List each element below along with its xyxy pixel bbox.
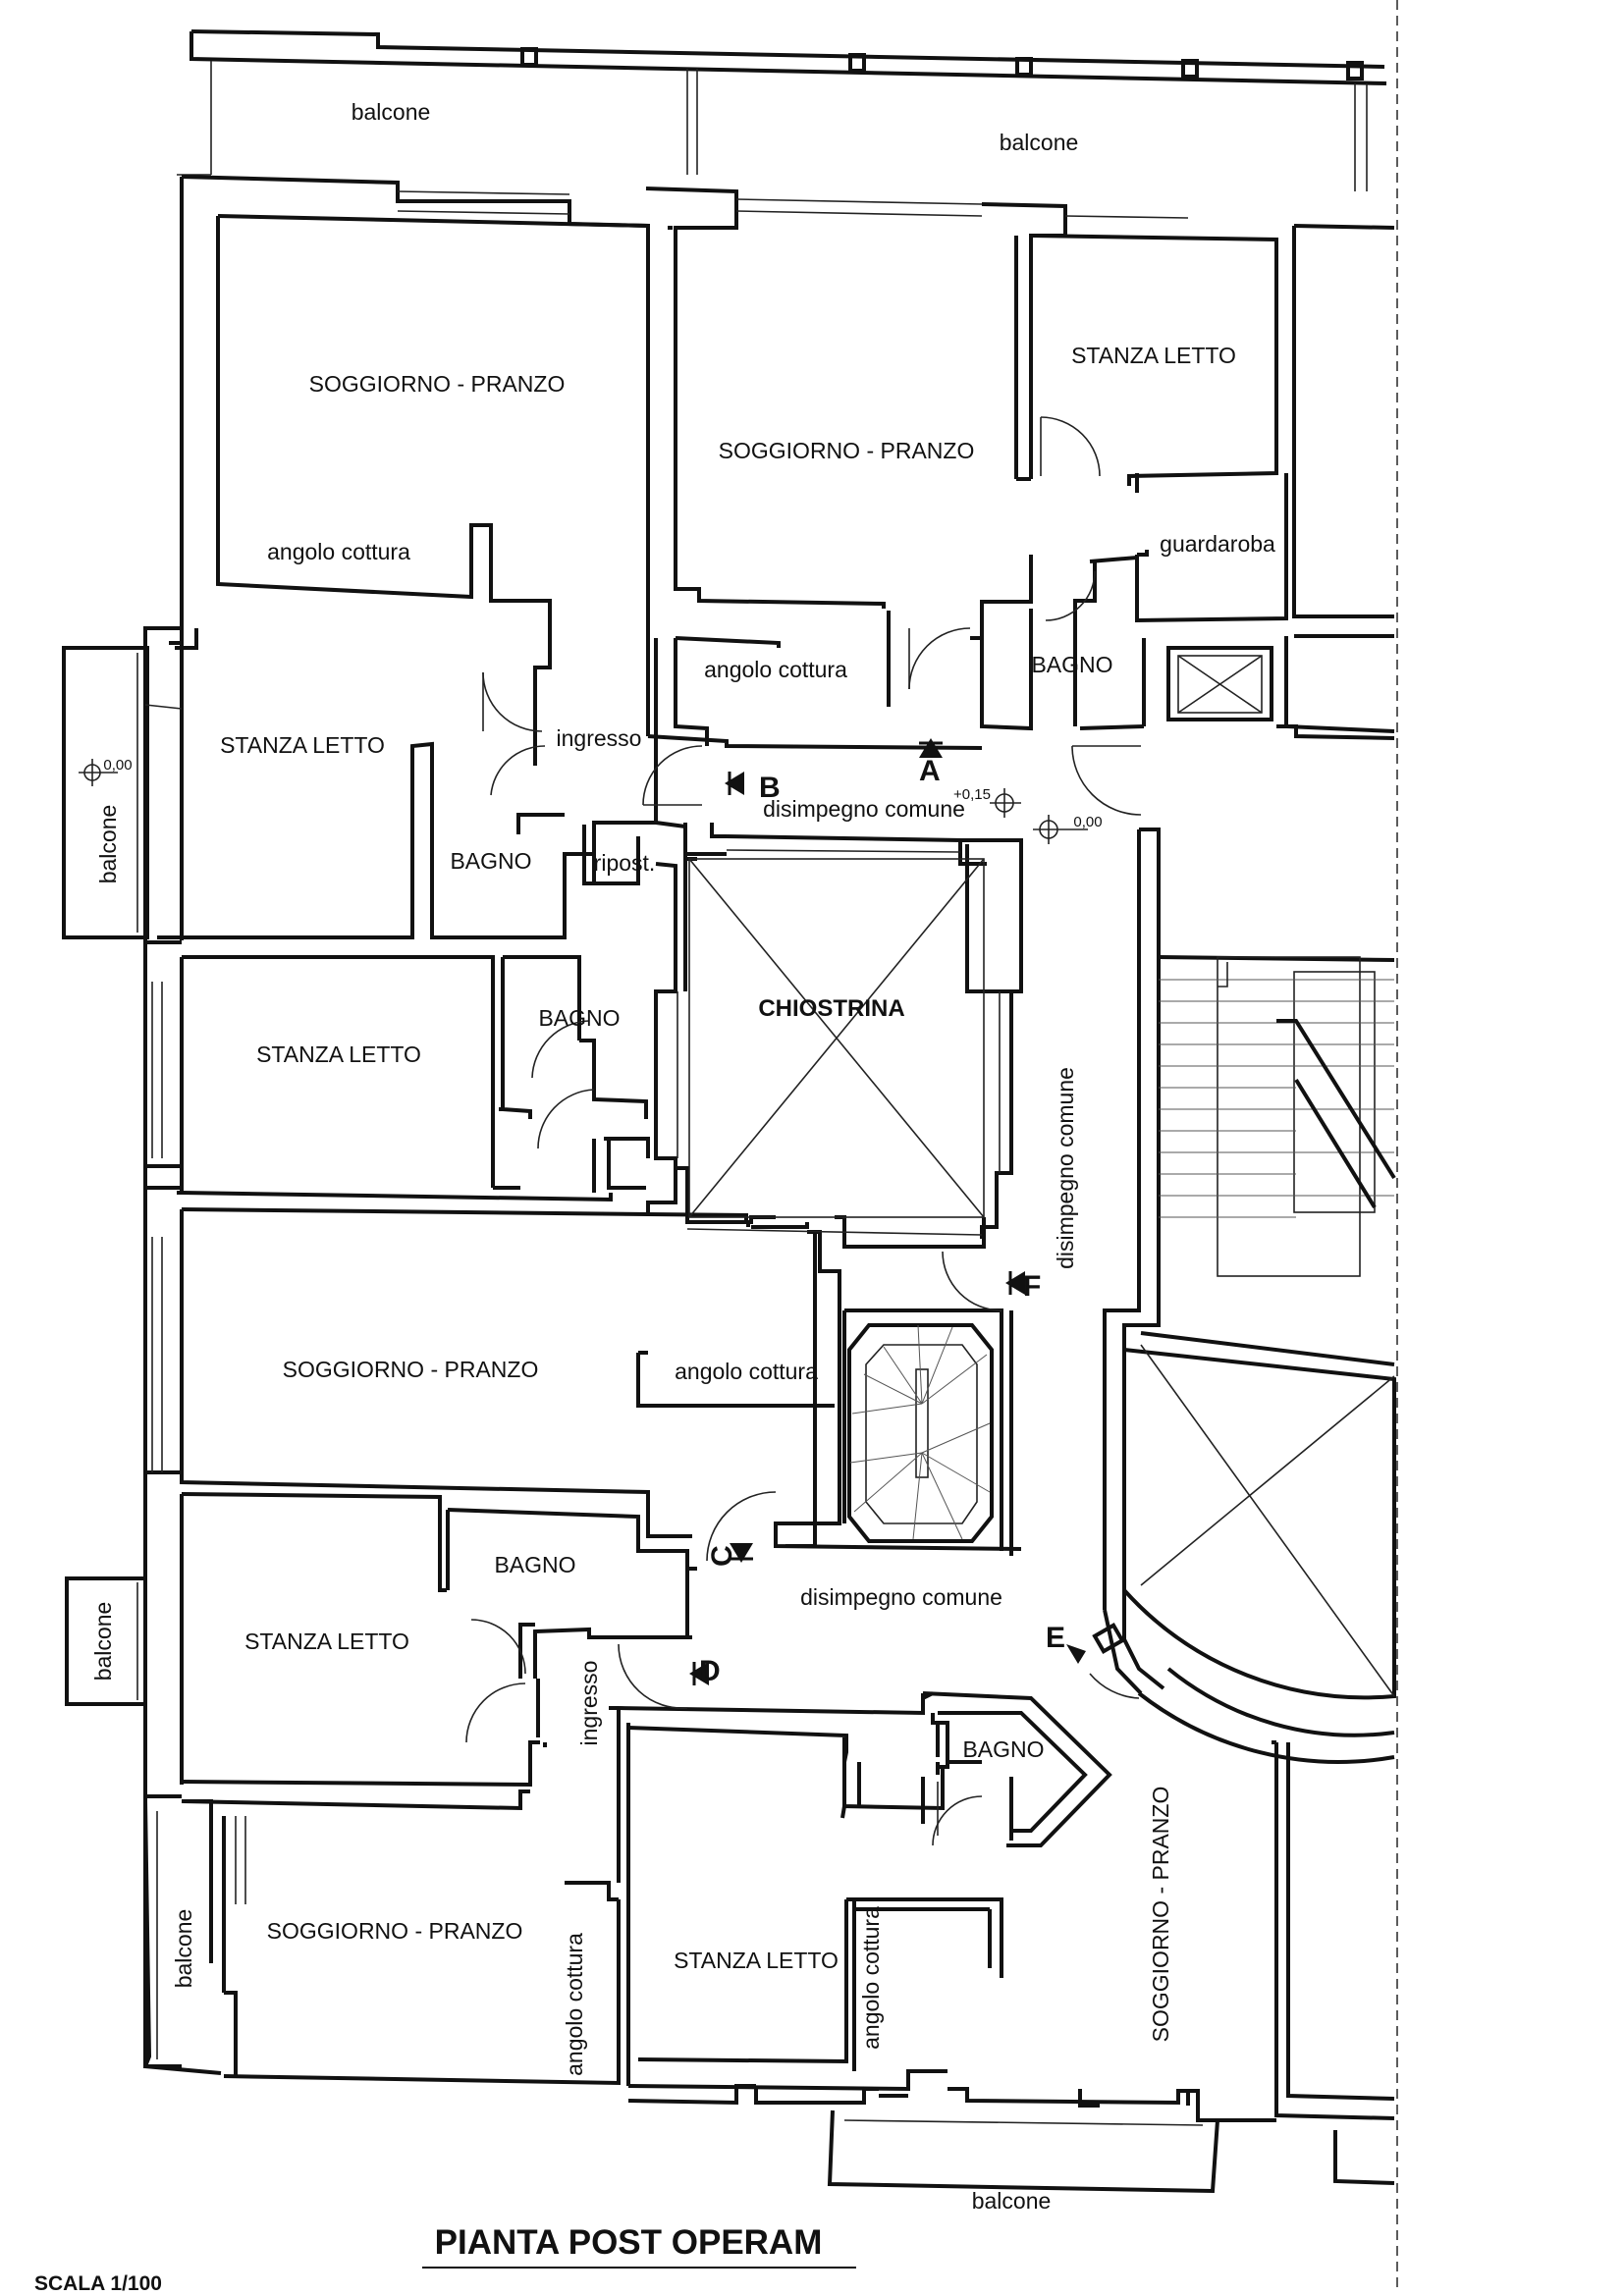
- section-arrow-icon: [689, 738, 1086, 1685]
- door-swings: [465, 416, 1142, 1846]
- left-balconies: [62, 646, 222, 2075]
- drawing-scale: SCALA 1/100: [34, 2272, 162, 2295]
- section-label-e: E: [1046, 1622, 1065, 1654]
- room-labels: balcone balcone SOGGIORNO - PRANZO SOGGI…: [90, 99, 1275, 2214]
- section-label-b: B: [759, 772, 781, 804]
- label-balcone-top-right: balcone: [1000, 130, 1079, 155]
- top-balcony: [177, 29, 1387, 191]
- label-stanza-letto-4: STANZA LETTO: [674, 1948, 839, 1973]
- label-bagno-1: BAGNO: [450, 848, 531, 874]
- label-soggiorno-pranzo-2: SOGGIORNO - PRANZO: [719, 438, 975, 463]
- drawing-title: PIANTA POST OPERAM: [435, 2223, 823, 2262]
- staircase-icon: [1158, 955, 1396, 1277]
- label-stanza-letto-top: STANZA LETTO: [1071, 343, 1236, 368]
- section-label-d: D: [699, 1655, 721, 1687]
- label-chiostrina: CHIOSTRINA: [758, 995, 904, 1022]
- label-disimpegno-comune-vertical: disimpegno comune: [1053, 1067, 1078, 1269]
- label-ingresso-2: ingresso: [576, 1661, 602, 1746]
- label-balcone-top-left: balcone: [352, 99, 431, 125]
- label-balcone-left-2: balcone: [90, 1602, 116, 1682]
- bottom-balcony: [827, 2109, 1395, 2194]
- label-disimpegno-comune-2: disimpegno comune: [800, 1584, 1002, 1610]
- round-stair-void: [1092, 1331, 1396, 1764]
- label-guardaroba: guardaroba: [1160, 531, 1275, 557]
- label-bagno-2: BAGNO: [538, 1005, 620, 1031]
- label-angolo-cottura-5: angolo cottura: [858, 1906, 884, 2050]
- label-balcone-bottom: balcone: [972, 2188, 1052, 2214]
- label-ingresso-1: ingresso: [557, 725, 642, 751]
- chiostrina-void: [677, 849, 1001, 1236]
- label-stanza-letto-3: STANZA LETTO: [244, 1629, 409, 1654]
- window-marks: [144, 190, 1189, 1904]
- label-soggiorno-pranzo-1: SOGGIORNO - PRANZO: [309, 371, 566, 397]
- section-label-c: C: [706, 1545, 738, 1567]
- label-bagno-top: BAGNO: [1031, 652, 1112, 677]
- label-level-000-left: 0,00: [103, 757, 132, 774]
- label-level-015: +0,15: [953, 786, 991, 803]
- label-balcone-left-3: balcone: [171, 1909, 196, 1989]
- label-disimpegno-comune-1: disimpegno comune: [763, 796, 965, 822]
- section-label-f: F: [1023, 1270, 1041, 1303]
- section-labels: B A F C D E: [699, 755, 1065, 1687]
- label-stanza-letto-2: STANZA LETTO: [256, 1041, 421, 1067]
- section-label-a: A: [919, 755, 941, 787]
- label-angolo-cottura-3: angolo cottura: [675, 1359, 818, 1384]
- level-marker-icon: [79, 759, 1088, 844]
- label-soggiorno-pranzo-3: SOGGIORNO - PRANZO: [283, 1357, 539, 1382]
- label-bagno-4: BAGNO: [962, 1736, 1044, 1762]
- label-level-000-right: 0,00: [1073, 814, 1102, 830]
- label-soggiorno-pranzo-4: SOGGIORNO - PRANZO: [267, 1918, 523, 1944]
- label-balcone-left-1: balcone: [95, 805, 121, 884]
- label-angolo-cottura-2: angolo cottura: [704, 657, 847, 682]
- label-soggiorno-pranzo-5: SOGGIORNO - PRANZO: [1148, 1787, 1173, 2043]
- label-angolo-cottura-1: angolo cottura: [267, 539, 410, 564]
- label-stanza-letto-1: STANZA LETTO: [220, 732, 385, 758]
- walls: [143, 175, 1395, 2122]
- spiral-stair-icon: [847, 1323, 994, 1543]
- label-angolo-cottura-4: angolo cottura: [562, 1933, 587, 2076]
- label-bagno-3: BAGNO: [494, 1552, 575, 1577]
- label-ripost: ripost.: [594, 850, 656, 876]
- shaft-void: [1166, 646, 1273, 721]
